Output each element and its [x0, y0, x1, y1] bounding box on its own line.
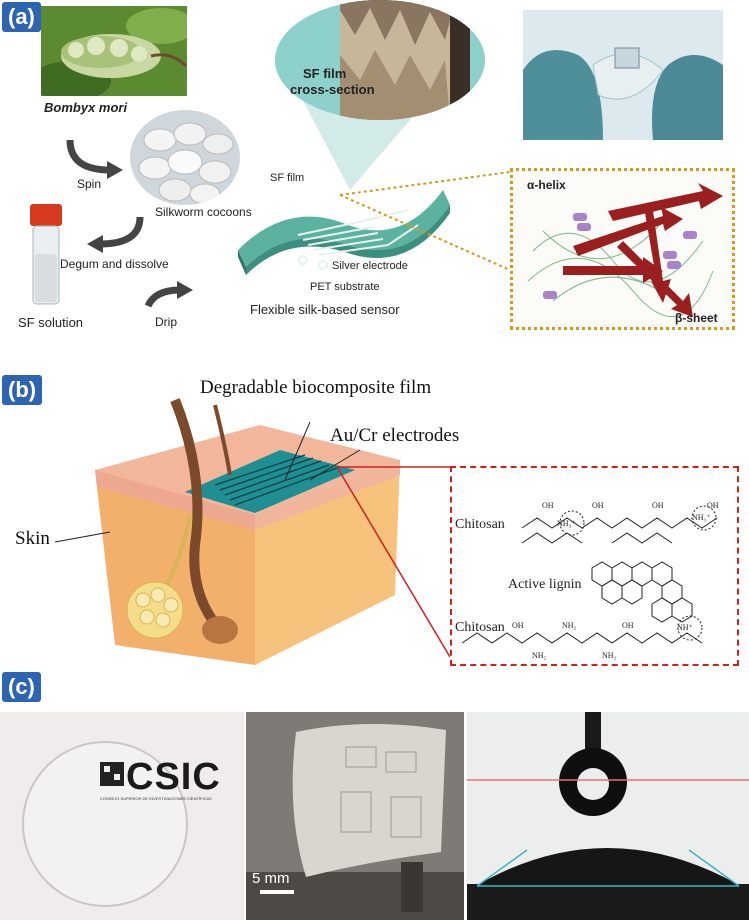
drip-arrow-icon: [144, 281, 193, 308]
svg-text:NH₂: NH₂: [562, 621, 577, 630]
cross-section-bubble: [275, 0, 485, 190]
svg-text:OH: OH: [542, 501, 554, 510]
svg-text:OH: OH: [592, 501, 604, 510]
protein-structure-box: [510, 168, 735, 330]
sensor-caption: Flexible silk-based sensor: [250, 302, 400, 317]
spin-label: Spin: [77, 177, 102, 191]
cross-section-label-1: SF film: [303, 66, 347, 81]
alpha-helix-label: α-helix: [527, 178, 566, 192]
chitosan-bottom-label: Chitosan: [455, 620, 505, 635]
svg-text:OH: OH: [622, 621, 634, 630]
scale-bar-label: 5 mm: [252, 870, 290, 887]
svg-text:OH: OH: [652, 501, 664, 510]
csic-film-photo: CSIC CONSEJO SUPERIOR DE INVESTIGACIONES…: [0, 712, 244, 920]
caterpillar-photo: [41, 6, 187, 96]
svg-text:NH₃⁺: NH₃⁺: [692, 513, 711, 522]
panel-a-tag: (a): [2, 2, 41, 32]
sf-solution-label: SF solution: [18, 315, 84, 330]
svg-text:NH⁺: NH⁺: [677, 623, 693, 632]
flexible-sensor-illustration: [238, 190, 450, 275]
pet-substrate-label: PET substrate: [310, 281, 380, 293]
panel-b-tag: (b): [2, 375, 43, 405]
cocoons-photo: [130, 110, 240, 205]
csic-logo: CSIC: [126, 756, 221, 798]
panel-c-tag: (c): [2, 672, 41, 702]
svg-text:NH₂: NH₂: [532, 651, 547, 660]
svg-text:NH₃⁺: NH₃⁺: [557, 519, 576, 528]
fingers-photo: [523, 10, 723, 140]
skin-cube-illustration: [95, 398, 400, 665]
csic-subtitle: CONSEJO SUPERIOR DE INVESTIGACIONES CIEN…: [100, 796, 212, 801]
drip-label: Drip: [155, 315, 178, 329]
chemistry-box: OH OH OH OH NH₃⁺ NH₃⁺ NH⁺ OH NH₂ OH NH₂ NH₂: [450, 466, 739, 666]
film-pointer: [284, 421, 361, 481]
skin-pointer: [54, 531, 111, 543]
chem-zoom-connector: [336, 466, 451, 658]
svg-text:NH₂: NH₂: [602, 651, 617, 660]
degum-label: Degum and dissolve: [60, 257, 169, 271]
flexible-film-photo: 5 mm: [246, 712, 464, 920]
svg-text:OH: OH: [512, 621, 524, 630]
film-label: Degradable biocomposite film: [200, 377, 432, 398]
chitosan-top-label: Chitosan: [455, 517, 505, 532]
cocoons-label: Silkworm cocoons: [155, 205, 252, 219]
species-label: Bombyx mori: [44, 100, 128, 115]
sf-vial-icon: [30, 204, 62, 305]
dissolve-arrow-icon: [87, 216, 144, 253]
spin-arrow-icon: [66, 139, 123, 179]
silver-electrode-label: Silver electrode: [332, 260, 408, 272]
svg-text:OH: OH: [707, 501, 719, 510]
sf-film-label: SF film: [270, 172, 305, 184]
skin-label: Skin: [15, 528, 50, 549]
contact-angle-photo: [467, 712, 749, 920]
beta-sheet-label: β-sheet: [675, 311, 718, 325]
zoom-connector: [339, 171, 511, 271]
lignin-label: Active lignin: [508, 577, 582, 592]
electrodes-label: Au/Cr electrodes: [330, 425, 460, 446]
cross-section-label-2: cross-section: [290, 82, 375, 97]
